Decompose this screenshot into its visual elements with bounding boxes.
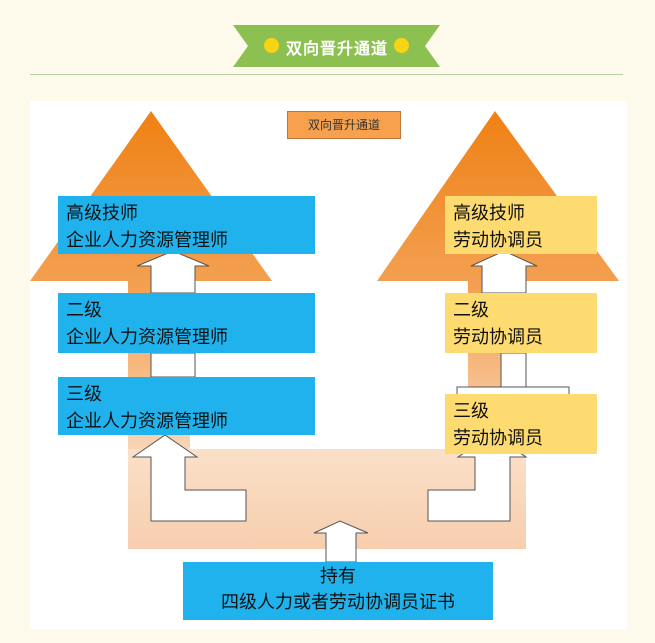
divider — [30, 74, 623, 75]
right-box-level2-level: 二级 — [453, 300, 489, 321]
left-up-arrow-mid — [150, 352, 196, 378]
header-banner: 双向晋升通道 — [233, 25, 440, 67]
right-box-level3-level: 三级 — [453, 401, 489, 422]
right-box-level3-title: 劳动协调员 — [453, 428, 543, 449]
promotion-diagram: 双向晋升通道 高级技师 企业人力资源管理师 二级 企业人力资源管理师 三级 企业… — [30, 101, 627, 629]
left-box-level2-title: 企业人力资源管理师 — [66, 327, 228, 348]
ribbon-shape — [233, 25, 440, 67]
right-box-senior: 高级技师 劳动协调员 — [445, 196, 597, 254]
right-box-senior-title: 劳动协调员 — [453, 230, 543, 251]
banner-title: 双向晋升通道 — [285, 39, 388, 58]
left-box-senior-title: 企业人力资源管理师 — [66, 230, 228, 251]
right-box-level2: 二级 劳动协调员 — [445, 293, 597, 353]
left-box-senior-level: 高级技师 — [66, 203, 138, 224]
diagram-title: 双向晋升通道 — [287, 111, 401, 139]
right-box-level3: 三级 劳动协调员 — [445, 394, 597, 454]
left-box-level2-level: 二级 — [66, 300, 102, 321]
left-box-level3-title: 企业人力资源管理师 — [66, 411, 228, 432]
right-dot-icon — [394, 38, 409, 53]
base-certificate-box: 持有 四级人力或者劳动协调员证书 — [183, 562, 493, 620]
right-box-senior-level: 高级技师 — [453, 203, 525, 224]
right-box-level2-title: 劳动协调员 — [453, 327, 543, 348]
left-box-level3: 三级 企业人力资源管理师 — [58, 377, 315, 435]
base-box-line2: 四级人力或者劳动协调员证书 — [221, 592, 455, 613]
left-box-level2: 二级 企业人力资源管理师 — [58, 293, 315, 353]
center-up-arrow — [313, 520, 369, 563]
left-turn-arrow — [131, 434, 247, 522]
left-box-senior: 高级技师 企业人力资源管理师 — [58, 196, 315, 254]
left-box-level3-level: 三级 — [66, 384, 102, 405]
base-box-line1: 持有 — [320, 566, 356, 587]
left-dot-icon — [264, 38, 279, 53]
